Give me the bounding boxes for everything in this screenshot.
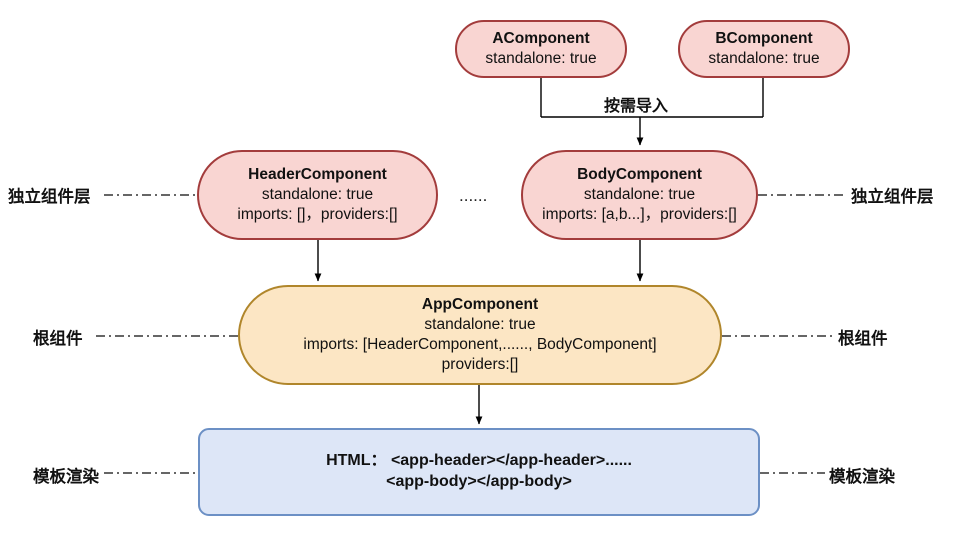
layer-label-root-right: 根组件	[838, 330, 888, 348]
node-bcomponent-standalone: standalone: true	[708, 50, 820, 67]
layer-label-standalone-right: 独立组件层	[851, 188, 934, 206]
node-headercomponent[interactable]: HeaderComponent standalone: true imports…	[197, 150, 438, 240]
node-bodycomponent-imports: imports: [a,b...]，providers:[]	[542, 206, 737, 224]
ellipsis-between-components: ......	[459, 186, 488, 205]
node-appcomponent-providers: providers:[]	[441, 356, 519, 374]
node-headercomponent-standalone: standalone: true	[261, 185, 374, 203]
node-bodycomponent-standalone: standalone: true	[583, 185, 696, 203]
edge-label-import-on-demand: 按需导入	[604, 98, 669, 115]
node-html-template-line2: <app-body></app-body>	[386, 473, 572, 490]
node-html-template[interactable]: HTML： <app-header></app-header>...... <a…	[198, 428, 760, 516]
node-appcomponent[interactable]: AppComponent standalone: true imports: […	[238, 285, 722, 385]
node-html-template-line1: HTML： <app-header></app-header>......	[326, 452, 632, 470]
layer-label-template-left: 模板渲染	[33, 468, 99, 486]
node-bodycomponent[interactable]: BodyComponent standalone: true imports: …	[521, 150, 758, 240]
node-headercomponent-title: HeaderComponent	[248, 165, 387, 183]
node-bodycomponent-title: BodyComponent	[577, 165, 702, 183]
layer-label-template-right: 模板渲染	[829, 468, 895, 486]
node-appcomponent-imports: imports: [HeaderComponent,......, BodyCo…	[303, 336, 657, 353]
node-acomponent[interactable]: AComponent standalone: true	[455, 20, 627, 78]
layer-label-standalone-left: 独立组件层	[8, 188, 91, 206]
layer-label-root-left: 根组件	[33, 330, 83, 348]
node-appcomponent-title: AppComponent	[421, 295, 539, 313]
node-headercomponent-imports: imports: []，providers:[]	[237, 206, 398, 224]
node-appcomponent-standalone: standalone: true	[424, 315, 536, 333]
node-bcomponent[interactable]: BComponent standalone: true	[678, 20, 850, 78]
node-acomponent-standalone: standalone: true	[485, 50, 597, 67]
node-acomponent-title: AComponent	[492, 29, 590, 47]
node-bcomponent-title: BComponent	[715, 29, 813, 47]
